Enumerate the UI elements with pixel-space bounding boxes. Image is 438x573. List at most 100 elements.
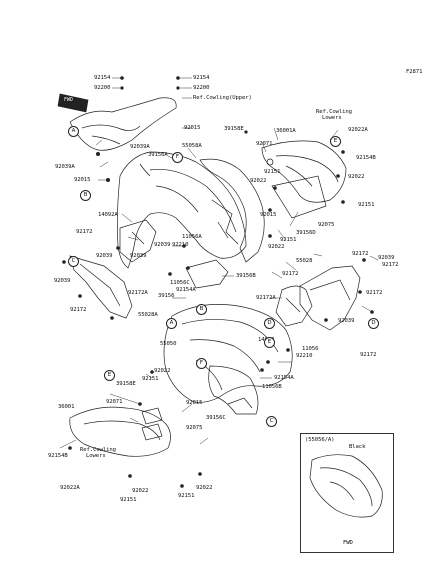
part-label: 92210 (296, 353, 313, 359)
inner-cowling-frame (199, 158, 265, 263)
callout-b: B (196, 304, 207, 315)
part-label: 39156D (296, 230, 316, 236)
part-label: 36001A (276, 128, 296, 134)
part-label: 92172 (70, 307, 87, 313)
part-label: 92151 (280, 237, 297, 243)
part-label: 92151 (264, 169, 281, 175)
callout-a: A (166, 318, 177, 329)
callout-f: F (172, 152, 183, 163)
part-label: 39156B (236, 273, 256, 279)
part-label: 55028A (138, 312, 158, 318)
callout-a: A (68, 126, 79, 137)
part-label: 92172 (360, 352, 377, 358)
callout-f: F (196, 358, 207, 369)
callout-e: E (330, 136, 341, 147)
lower-cowling (163, 304, 293, 403)
part-label: 11056B (262, 384, 282, 390)
color-variant-inset: (55056/A) Black FWD (300, 433, 394, 553)
right-bracket (275, 285, 313, 327)
part-label: 92172 (352, 251, 369, 257)
part-label: 92172 (282, 271, 299, 277)
part-label: 39156A (148, 152, 168, 158)
under-cowl-grille (141, 407, 163, 441)
part-label: 39158E (224, 126, 244, 132)
part-label: 92022 (154, 368, 171, 374)
part-label: 92075 (318, 222, 335, 228)
inner-duct (271, 175, 327, 219)
part-label: 39158E (116, 381, 136, 387)
part-label: 92015 (260, 212, 277, 218)
reference-label: Ref.Cowling (316, 109, 352, 115)
fwd-arrow-tag (57, 93, 89, 113)
part-label: 92039 (378, 255, 395, 261)
side-cowling-left (116, 151, 247, 269)
part-label: 92154B (356, 155, 376, 161)
under-cowl (69, 406, 171, 457)
part-label: 92039A (55, 164, 75, 170)
part-label: 92071 (256, 141, 273, 147)
callout-d: D (368, 318, 379, 329)
part-label: 92022 (132, 488, 149, 494)
part-label: 92172A (128, 290, 148, 296)
part-label: 92210 (172, 242, 189, 248)
part-label: 92172 (382, 262, 399, 268)
lower-inner-cover (208, 365, 259, 415)
part-label: 92172A (256, 295, 276, 301)
center-bracket (185, 259, 229, 289)
part-label: 92022 (250, 178, 267, 184)
part-label: 92151 (358, 202, 375, 208)
part-label: 11056A (182, 234, 202, 240)
callout-b: B (80, 190, 91, 201)
part-label: 92022A (348, 127, 368, 133)
part-label: 92172 (76, 229, 93, 235)
part-label: 92154 (193, 75, 210, 81)
part-label: 92015 (184, 125, 201, 131)
part-label: 92015 (74, 177, 91, 183)
callout-e: E (264, 337, 275, 348)
part-label: 92075 (186, 425, 203, 431)
part-label: 11056C (170, 280, 190, 286)
left-bracket (119, 219, 157, 263)
part-label: 92200 (94, 85, 111, 91)
part-label: 92154A (176, 287, 196, 293)
part-label: 92154B (48, 453, 68, 459)
callout-d: D (264, 318, 275, 329)
fwd-tag-label: FWD (64, 97, 73, 103)
inset-part (309, 454, 383, 518)
part-label: 92015 (186, 400, 203, 406)
part-label: 92039 (154, 242, 171, 248)
part-label: 14092A (98, 212, 118, 218)
part-label: 92039 (96, 253, 113, 259)
reference-label: Ref.Cowling (80, 447, 116, 453)
part-label: 55058A (182, 143, 202, 149)
part-label: 36001 (58, 404, 75, 410)
part-label: 92022A (60, 485, 80, 491)
side-panel-left (69, 255, 133, 319)
inset-direction-label: FWD (343, 540, 353, 546)
part-label: 92151 (120, 497, 137, 503)
part-label: 92039A (130, 144, 150, 150)
inner-cover-right-upper (261, 140, 347, 203)
part-label: 39156 (158, 293, 175, 299)
part-label: 92022 (348, 174, 365, 180)
reference-label: Lowers (322, 115, 342, 121)
part-label: 92151 (142, 376, 159, 382)
part-label: 39156C (206, 415, 226, 421)
inset-color-label: Black (349, 444, 366, 450)
reference-label: Lowers (86, 453, 106, 459)
part-label: 92151 (178, 493, 195, 499)
callout-c: C (266, 416, 277, 427)
part-label: 92071 (106, 399, 123, 405)
part-label: 92200 (193, 85, 210, 91)
diagram-code: F2871 (406, 69, 423, 75)
part-label: 92154A (274, 375, 294, 381)
part-label: 11056 (302, 346, 319, 352)
part-label: 92039 (130, 253, 147, 259)
part-label: 92172 (366, 290, 383, 296)
callout-c: C (68, 256, 79, 267)
part-label: 92039 (54, 278, 71, 284)
part-label: 92022 (196, 485, 213, 491)
part-label: 92022 (268, 244, 285, 250)
part-label: 92039 (338, 318, 355, 324)
